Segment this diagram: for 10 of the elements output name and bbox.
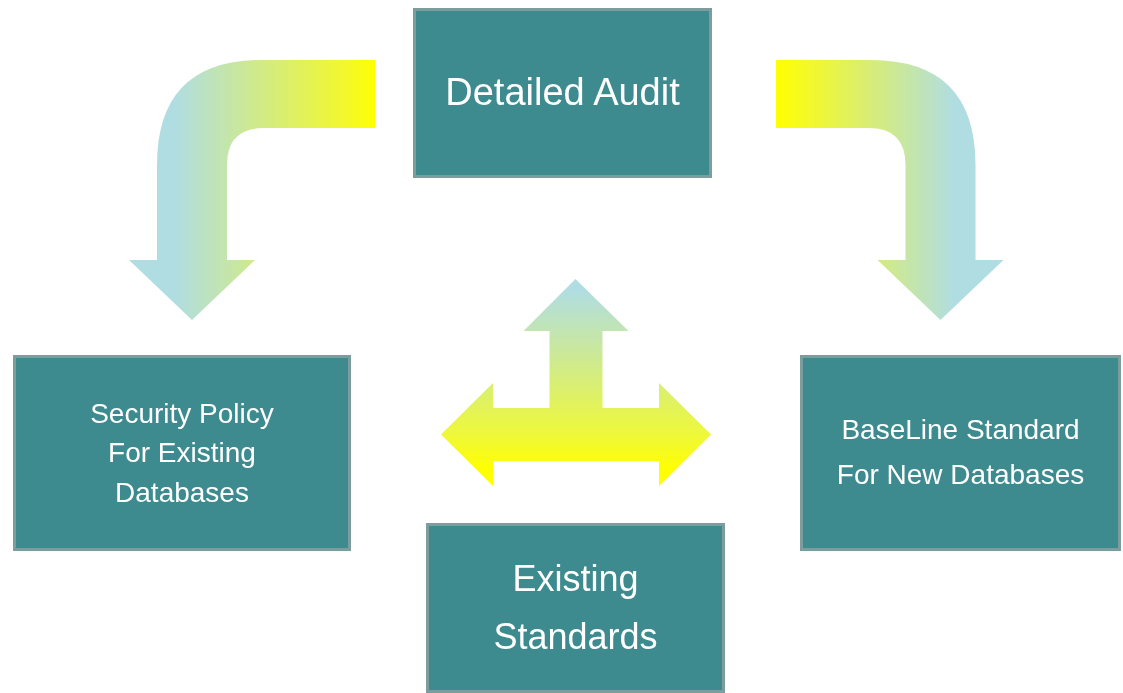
process-box xyxy=(413,8,712,178)
process-box xyxy=(426,523,725,693)
box-label: Detailed Audit xyxy=(445,70,680,116)
process-box xyxy=(13,355,351,551)
box-label: BaseLine Standard For New Databases xyxy=(835,413,1086,492)
curved-block-arrow xyxy=(129,60,375,320)
curved-block-arrow xyxy=(776,60,1004,320)
process-box xyxy=(800,355,1121,551)
box-label: Security Policy For Existing Databases xyxy=(89,397,275,510)
box-label: Existing Standards xyxy=(492,557,659,659)
